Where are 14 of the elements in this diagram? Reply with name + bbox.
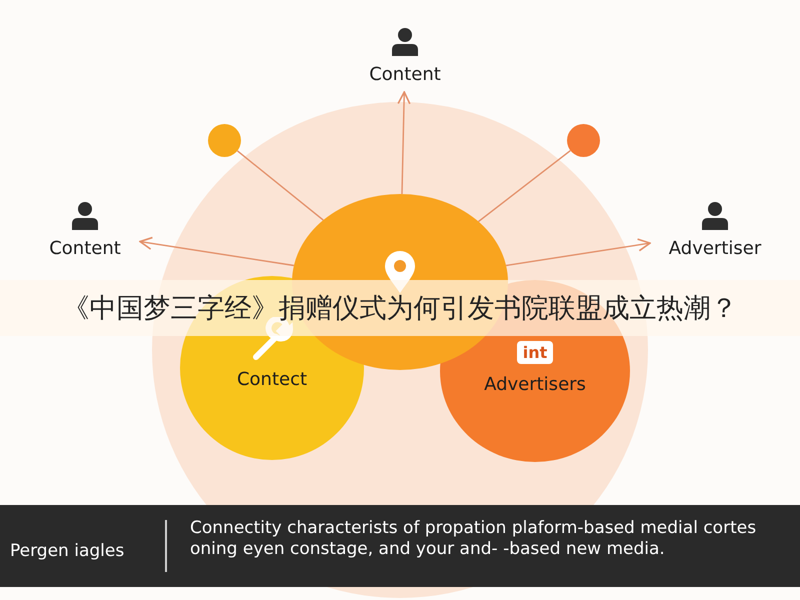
node-label: Content <box>48 238 122 259</box>
band-heading: Pergen iagles <box>10 541 124 561</box>
connector-line <box>478 150 571 222</box>
node-label: Advertiser <box>668 238 762 259</box>
node-label: Contect <box>236 368 308 390</box>
band-text: Connectity characterists of propation plaform-based medial cortes oning eyen constage, and your and- -based new media. <box>190 518 758 560</box>
title-banner: 《中国梦三字经》捐赠仪式为何引发书院联盟成立热潮？ <box>0 280 800 336</box>
node-label: Advertisers <box>484 374 586 395</box>
arrow <box>139 236 294 266</box>
tag-label: int <box>516 341 554 364</box>
arrow <box>397 91 411 194</box>
arrow <box>506 238 651 266</box>
node-label: Content <box>368 64 442 85</box>
connector-line <box>236 150 324 221</box>
